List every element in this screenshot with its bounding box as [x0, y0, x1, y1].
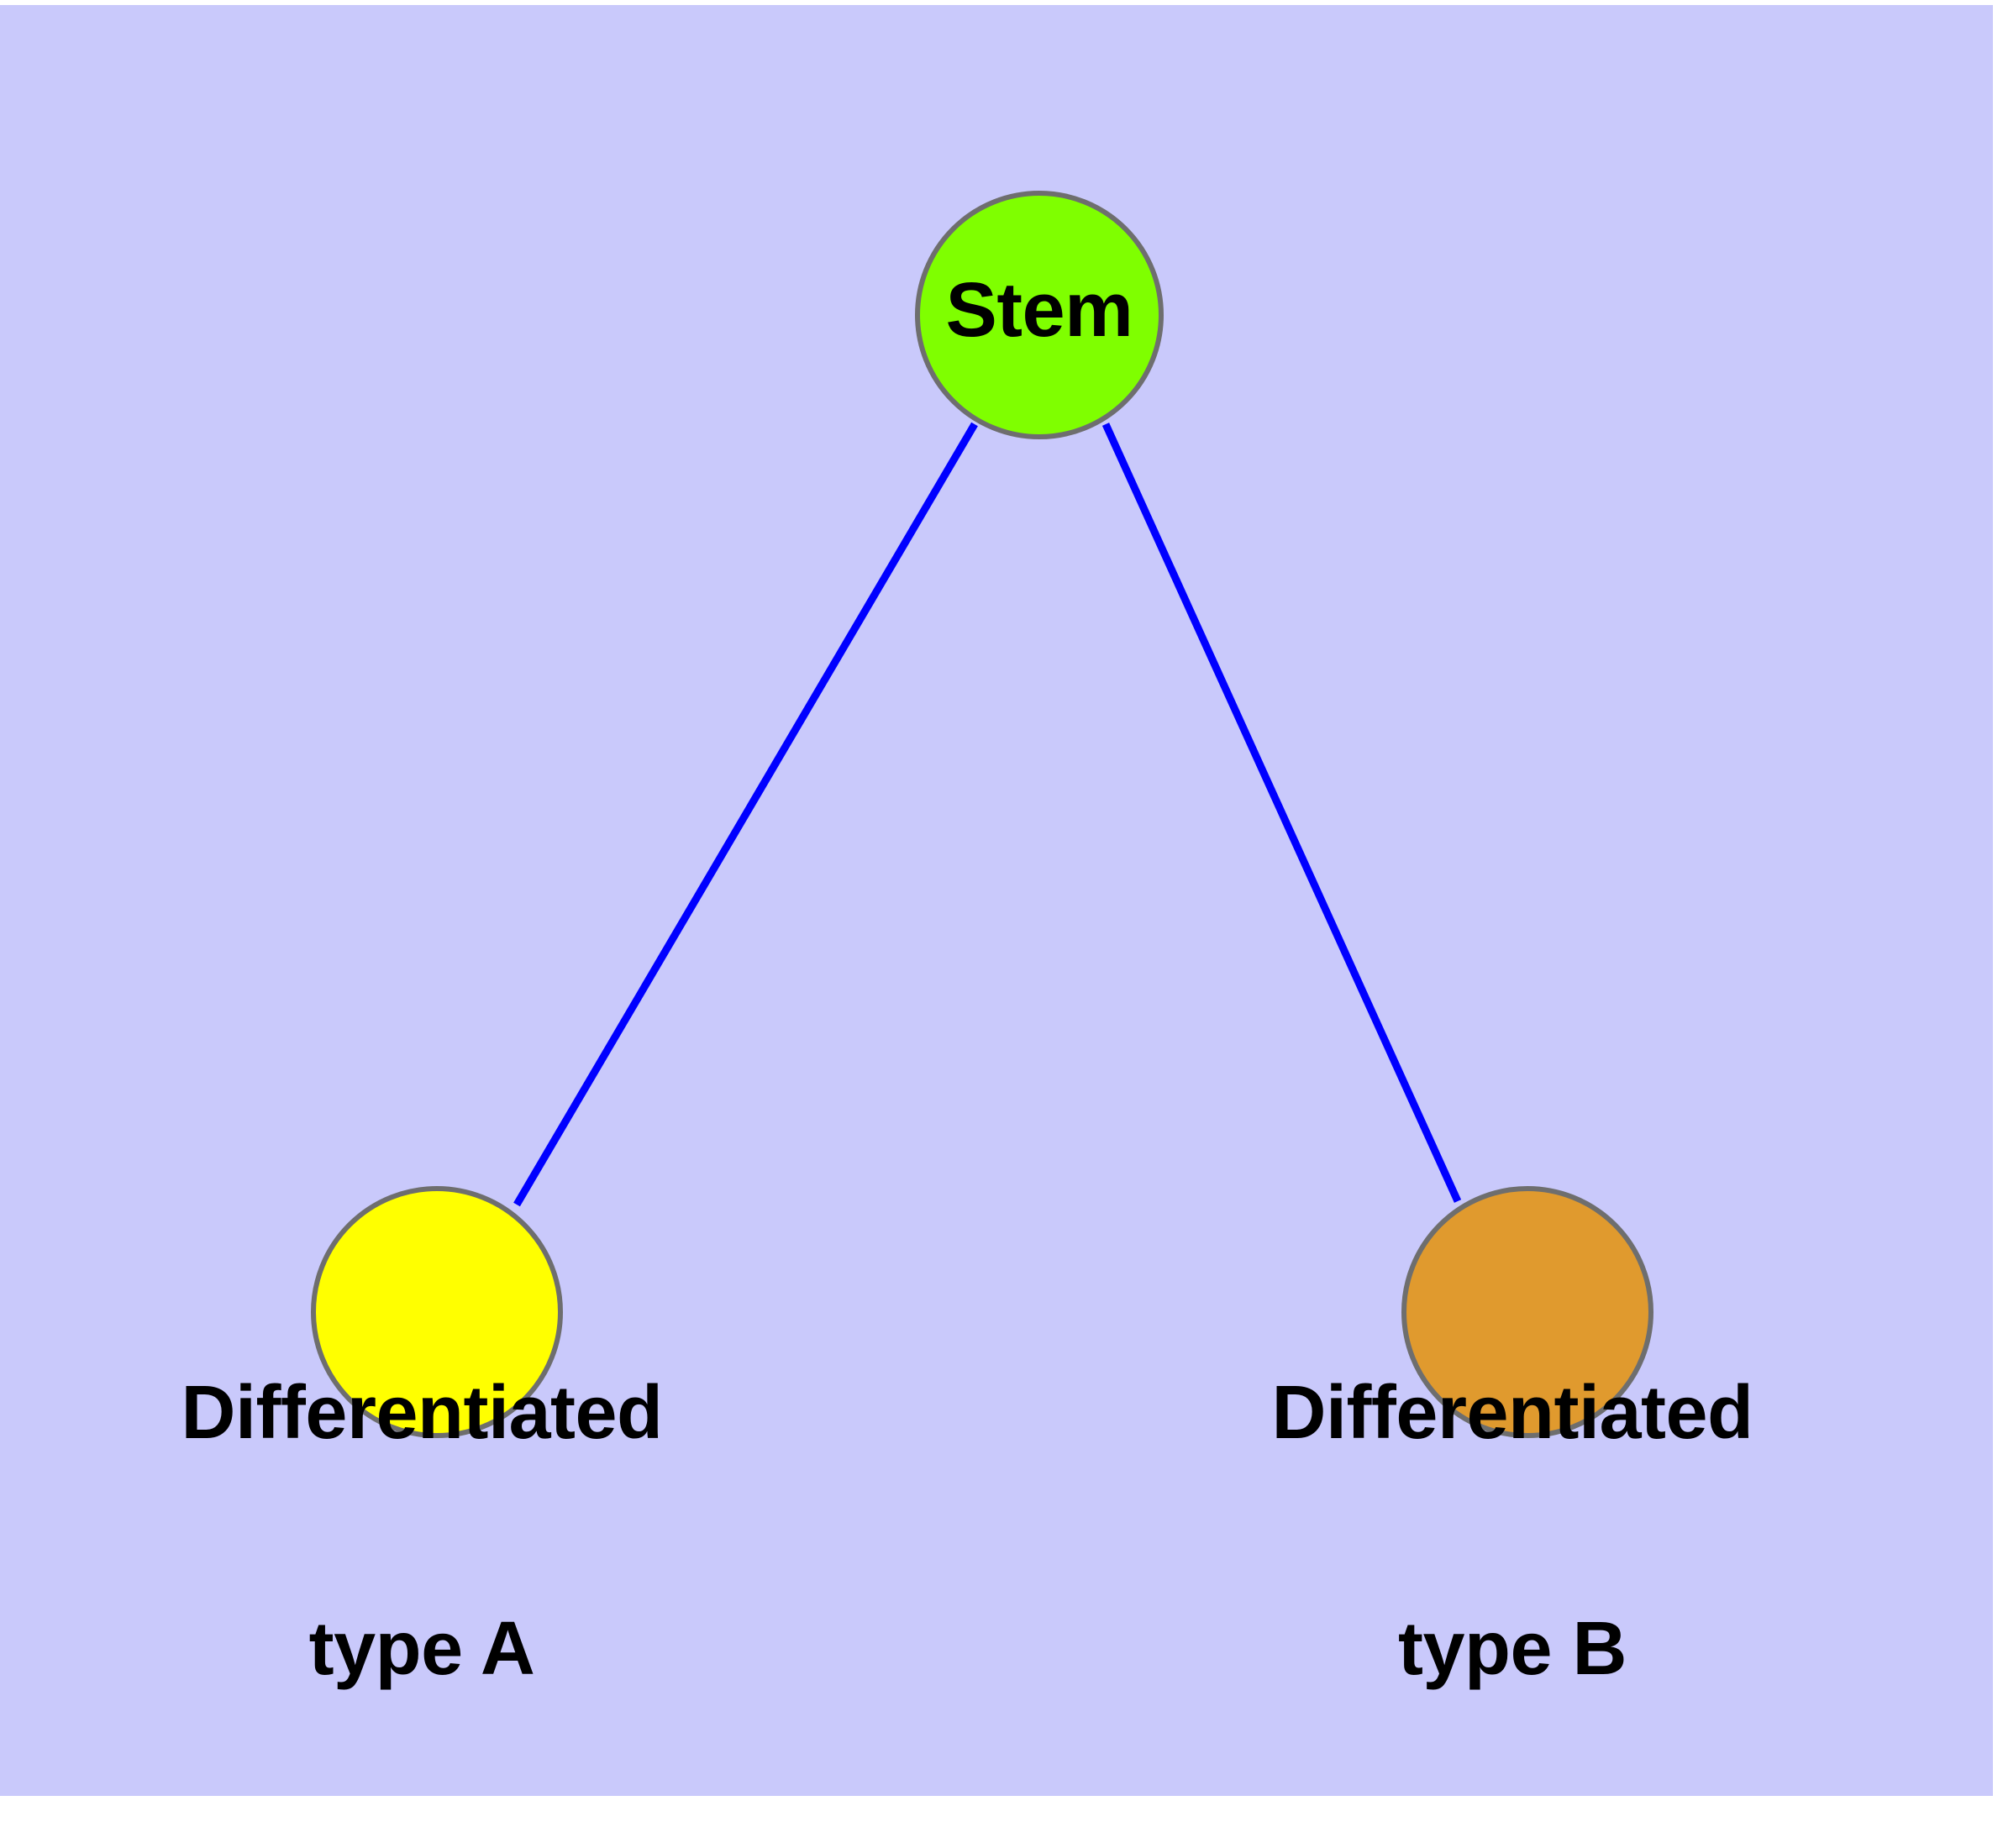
- node-stem[interactable]: [915, 191, 1164, 439]
- node-differentiated-type-a[interactable]: [311, 1186, 563, 1438]
- node-differentiated-type-b[interactable]: [1401, 1186, 1653, 1438]
- edge-stem-to-diff-b: [1101, 423, 1462, 1203]
- edge-layer: [513, 422, 1462, 1207]
- graph-canvas: Stem Differentiated type A Differentiate…: [0, 5, 1993, 1796]
- edge-stem-to-diff-a: [513, 422, 978, 1207]
